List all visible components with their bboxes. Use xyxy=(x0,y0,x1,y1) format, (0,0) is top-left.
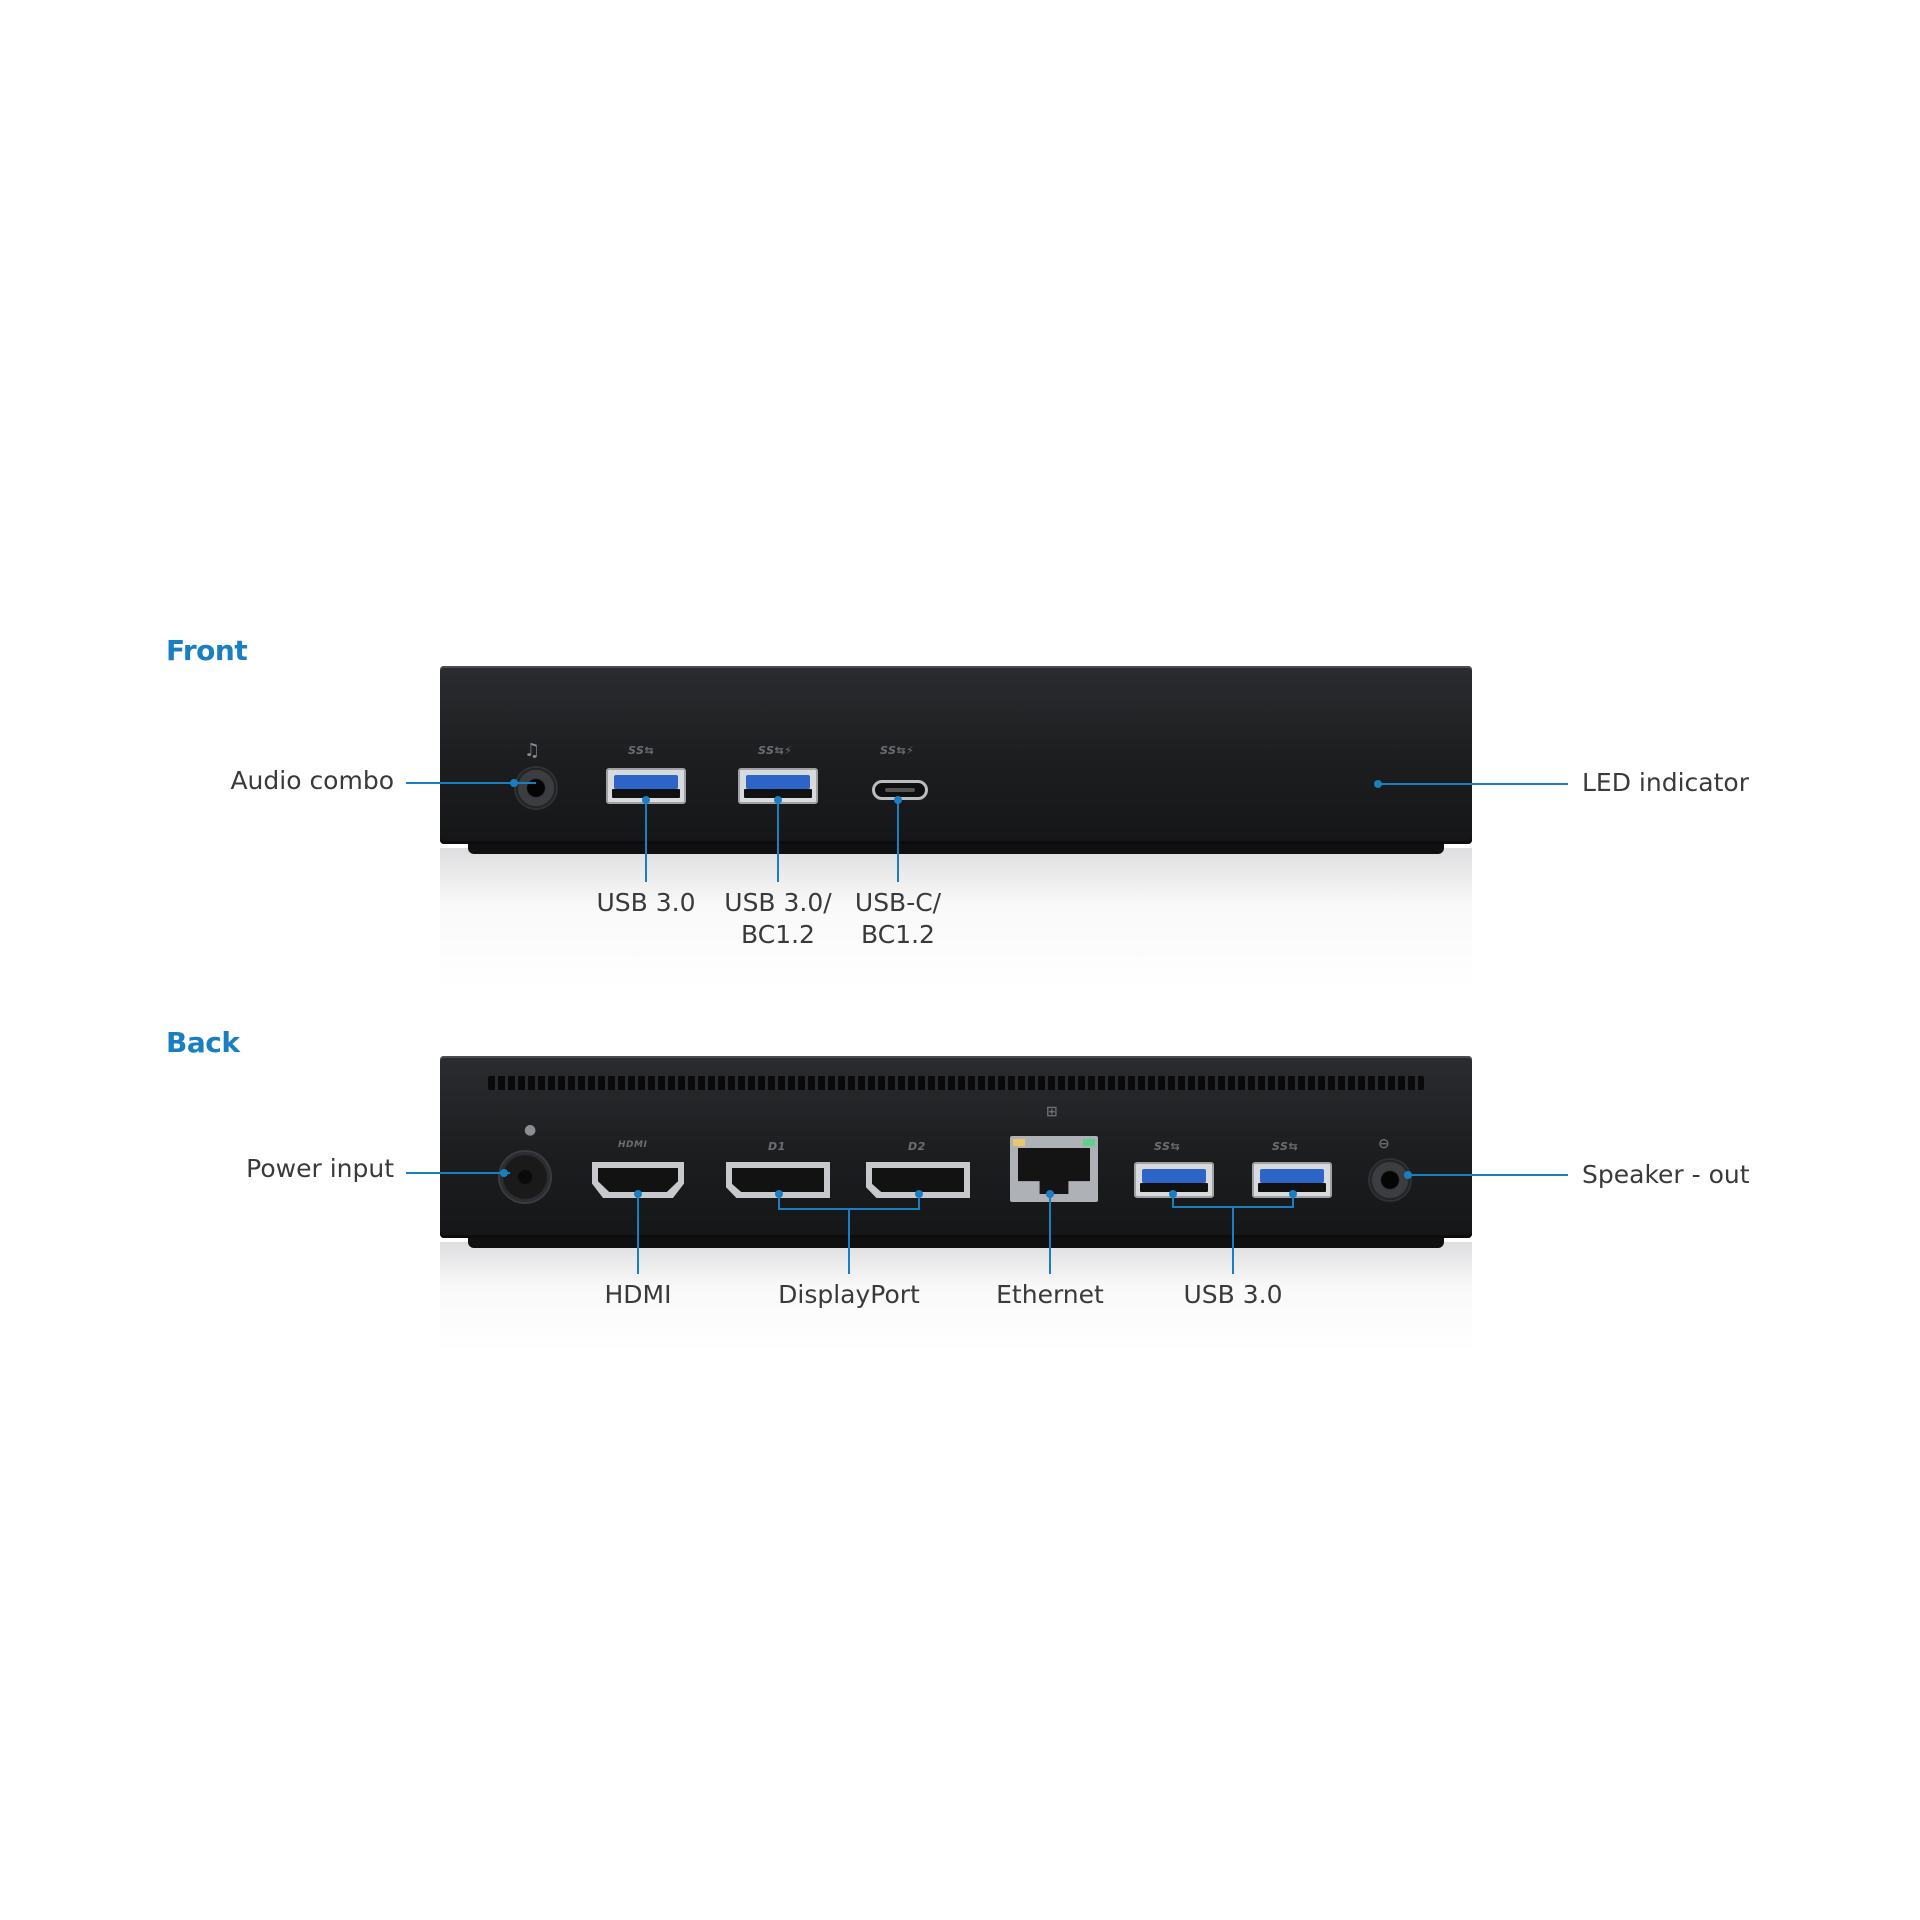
ethernet-led-amber xyxy=(1013,1139,1025,1146)
label-usb30-front: USB 3.0 xyxy=(596,888,696,917)
front-device-foot xyxy=(468,844,1444,854)
callout-ethernet xyxy=(1049,1194,1051,1274)
callout-usbc xyxy=(897,800,899,882)
callout-dot-led xyxy=(1374,780,1382,788)
callout-usb30-back xyxy=(1232,1206,1234,1274)
usb-ss-mark-back-2: SS⇆ xyxy=(1272,1140,1299,1153)
usb-ss-charge-mark: SS⇆⚡ xyxy=(758,744,793,757)
front-title: Front xyxy=(166,634,248,667)
label-audio-combo: Audio combo xyxy=(230,766,394,795)
usb30-port-back-1 xyxy=(1134,1162,1214,1198)
label-hdmi: HDMI xyxy=(604,1280,672,1309)
hdmi-mark: HDMI xyxy=(618,1140,648,1150)
usb-ss-mark-back-1: SS⇆ xyxy=(1154,1140,1181,1153)
callout-power-input xyxy=(406,1172,510,1174)
callout-usb-back-1-stem xyxy=(1172,1194,1174,1208)
label-usb30-bc-line1: USB 3.0/ xyxy=(724,888,832,917)
callout-audio-combo xyxy=(406,782,536,784)
back-reflection xyxy=(440,1242,1472,1352)
label-usbc-line1: USB-C/ xyxy=(854,888,942,917)
callout-dot-power xyxy=(500,1169,508,1177)
dp2-mark: D2 xyxy=(908,1140,926,1153)
callout-led xyxy=(1378,783,1568,785)
callout-dot-usbc xyxy=(894,796,902,804)
usb30-port-front xyxy=(606,768,686,804)
back-device-foot xyxy=(468,1238,1444,1248)
callout-dp2-stem xyxy=(918,1194,920,1210)
label-usb30-back: USB 3.0 xyxy=(1183,1280,1283,1309)
speaker-out-jack xyxy=(1370,1160,1410,1200)
callout-hdmi xyxy=(637,1194,639,1274)
speaker-icon: ⊖ xyxy=(1378,1136,1391,1152)
power-input-port xyxy=(500,1152,550,1202)
label-usbc-line2: BC1.2 xyxy=(861,920,935,949)
front-reflection xyxy=(440,848,1472,988)
usbc-ss-charge-mark: SS⇆⚡ xyxy=(880,744,915,757)
dp1-mark: D1 xyxy=(768,1140,786,1153)
callout-dot-ethernet xyxy=(1046,1190,1054,1198)
headset-icon: ♫ xyxy=(524,740,541,761)
back-vent-grille xyxy=(488,1076,1424,1090)
label-power-input: Power input xyxy=(246,1154,394,1183)
audio-combo-jack xyxy=(516,768,556,808)
callout-usb-back-2-stem xyxy=(1292,1194,1294,1208)
power-icon: ● xyxy=(524,1122,537,1138)
callout-dp1-stem xyxy=(778,1194,780,1210)
back-title: Back xyxy=(166,1026,240,1059)
ethernet-port xyxy=(1010,1136,1098,1202)
callout-dot-usb30-bc xyxy=(774,796,782,804)
label-ethernet: Ethernet xyxy=(996,1280,1104,1309)
front-device: ♫ SS⇆ SS⇆⚡ SS⇆⚡ xyxy=(440,666,1472,844)
callout-usb30-bc xyxy=(777,800,779,882)
label-led-indicator: LED indicator xyxy=(1582,768,1749,797)
label-displayport: DisplayPort xyxy=(778,1280,920,1309)
callout-dot-audio xyxy=(510,779,518,787)
label-speaker-out: Speaker - out xyxy=(1582,1160,1750,1189)
label-usb30-bc-line2: BC1.2 xyxy=(741,920,815,949)
callout-dot-hdmi xyxy=(634,1190,642,1198)
back-device: ● HDMI D1 D2 ⊞ SS⇆ SS⇆ ⊖ xyxy=(440,1056,1472,1238)
ethernet-led-green xyxy=(1083,1139,1095,1146)
callout-dot-usb30 xyxy=(642,796,650,804)
usb30-port-back-2 xyxy=(1252,1162,1332,1198)
callout-displayport xyxy=(848,1208,850,1274)
callout-dot-speaker xyxy=(1404,1171,1412,1179)
callout-speaker-out xyxy=(1408,1174,1568,1176)
usb-ss-mark: SS⇆ xyxy=(628,744,655,757)
callout-usb30-front xyxy=(645,800,647,882)
network-icon: ⊞ xyxy=(1046,1104,1059,1120)
